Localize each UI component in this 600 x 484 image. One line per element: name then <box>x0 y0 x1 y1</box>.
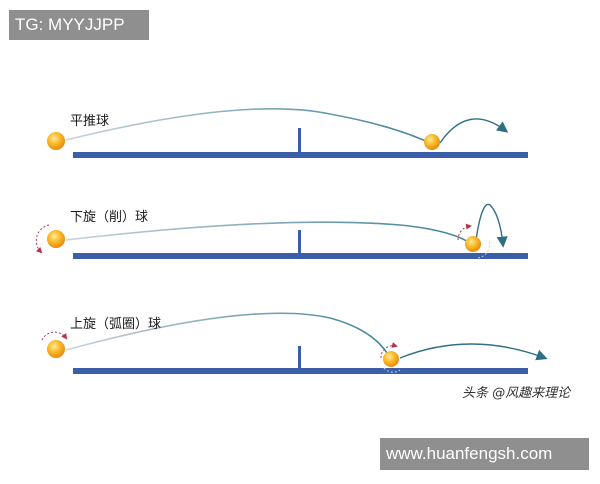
spin-arc <box>477 239 491 259</box>
row-label-backspin: 下旋（削）球 <box>70 210 149 225</box>
trajectory-in <box>65 312 391 359</box>
row-label-topspin: 上旋（弧圈）球 <box>70 317 162 332</box>
net <box>298 230 301 255</box>
spin-arrow <box>35 224 50 254</box>
trajectory-bounce <box>475 203 508 248</box>
row-label-flat: 平推球 <box>70 114 110 129</box>
table-surface <box>73 368 528 374</box>
ball-start <box>47 230 65 248</box>
trajectory-bounce <box>439 118 509 144</box>
ball-start <box>47 132 65 150</box>
watermark-top: TG: MYYJJPP <box>9 10 149 40</box>
author-credit: 头条 @风趣来理论 <box>462 386 571 401</box>
row-flat <box>47 107 528 158</box>
spin-arrow <box>380 342 398 359</box>
spin-arc <box>383 367 401 373</box>
ball-start <box>47 340 65 358</box>
ball-bounce <box>465 236 481 252</box>
ball-bounce <box>383 351 399 367</box>
table-surface <box>73 253 528 259</box>
trajectory-in <box>65 221 471 244</box>
net <box>298 346 301 370</box>
table-surface <box>73 152 528 158</box>
watermark-bottom: www.huanfengsh.com <box>380 438 589 470</box>
row-topspin <box>41 312 548 374</box>
row-backspin <box>35 203 528 259</box>
trajectory-bounce <box>399 343 548 361</box>
ball-bounce <box>424 134 440 150</box>
net <box>298 128 301 154</box>
spin-arrow <box>41 331 68 341</box>
spin-arrow <box>457 223 472 241</box>
trajectory-in <box>65 107 433 145</box>
